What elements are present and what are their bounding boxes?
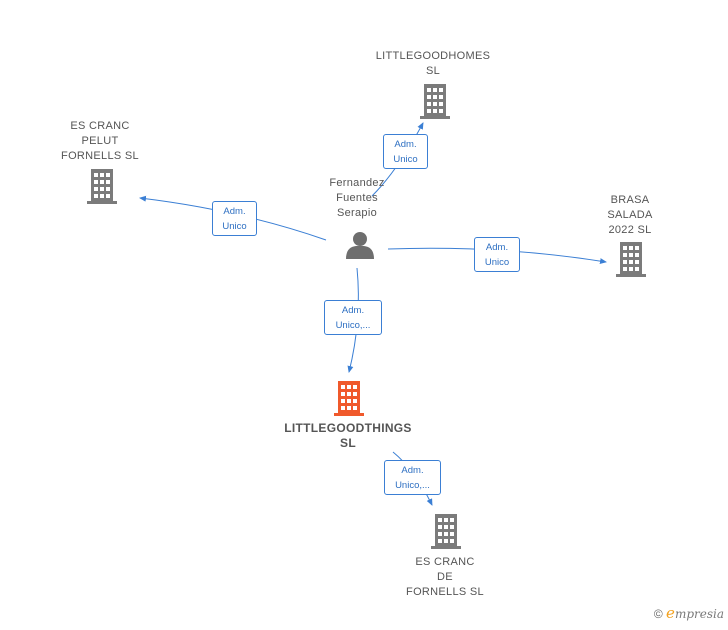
brasa-salada-label[interactable]: BRASA SALADA 2022 SL [607,194,653,236]
empresia-logo: © empresia [653,604,724,622]
building-icon-es-cranc-pelut[interactable] [87,169,117,204]
edge-label-es-cranc-pelut: Adm. Unico [212,201,257,236]
edge-label-brasa-salada: Adm. Unico [474,237,520,272]
building-icon-littlegoodthings[interactable] [334,381,364,416]
building-icon-es-cranc-de-fornells[interactable] [431,514,461,549]
copyright-icon: © [653,607,663,621]
es-cranc-de-fornells-label[interactable]: ES CRANC DE FORNELLS SL [406,556,484,598]
person-icon[interactable] [346,232,374,259]
edge-label-es-cranc-de-fornells: Adm. Unico,... [384,460,441,495]
littlegoodthings-label[interactable]: LITTLEGOODTHINGS SL [284,421,412,450]
person-label[interactable]: Fernandez Fuentes Serapio [329,177,385,219]
building-icon-brasa-salada[interactable] [616,242,646,277]
edge-label-littlegoodthings: Adm. Unico,... [324,300,382,335]
littlegoodhomes-label[interactable]: LITTLEGOODHOMES SL [375,50,491,77]
building-icon-littlegoodhomes[interactable] [420,84,450,119]
es-cranc-pelut-label[interactable]: ES CRANC PELUT FORNELLS SL [61,120,139,162]
edge-label-littlegoodhomes: Adm. Unico [383,134,428,169]
